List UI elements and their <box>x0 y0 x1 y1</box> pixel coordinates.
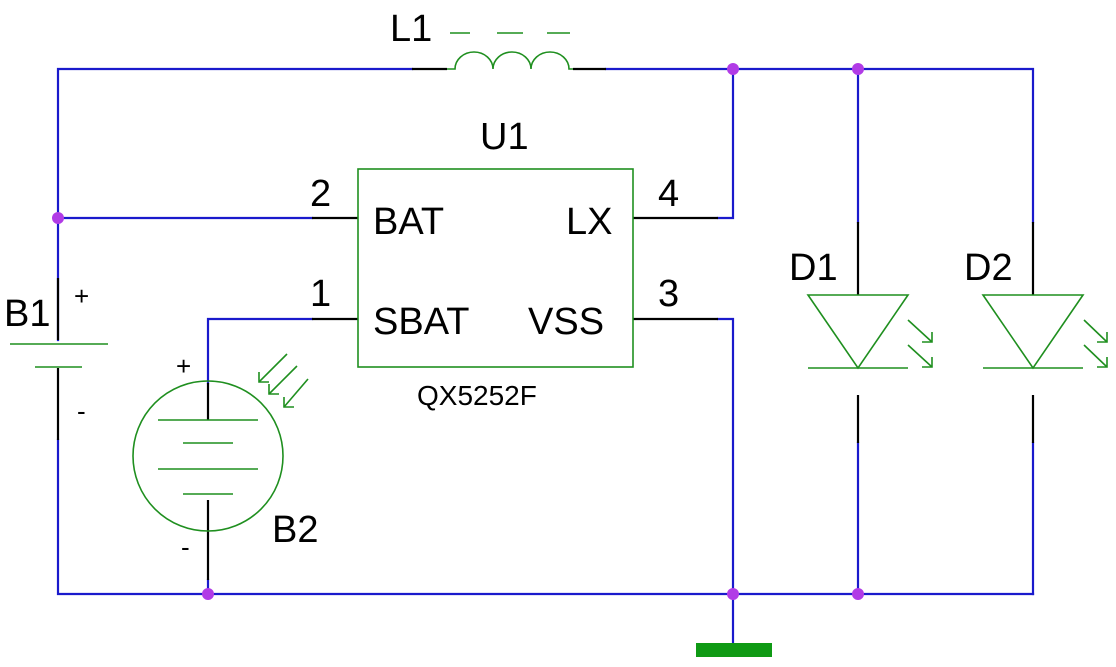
light-arrows-out-icon <box>1083 319 1108 368</box>
led-d2-label: D2 <box>964 247 1013 289</box>
inductor-label: L1 <box>390 8 432 50</box>
wire-lx <box>716 67 735 220</box>
battery-minus-sign: - <box>77 396 86 426</box>
solar-cell-plus-sign: + <box>176 351 191 381</box>
led-d2[interactable]: D2 <box>964 247 1108 370</box>
ic-body <box>357 168 634 368</box>
led-d1-label: D1 <box>789 247 838 289</box>
solar-cell-circle-icon <box>132 380 284 532</box>
junction-dot[interactable] <box>52 212 64 224</box>
pin-bat-name: BAT <box>373 201 444 243</box>
wire-bottom <box>56 438 1035 596</box>
component-leads <box>56 67 1035 580</box>
wire-top-right <box>604 67 1035 224</box>
diode-triangle-icon <box>806 294 910 370</box>
led-d1[interactable]: D1 <box>789 247 933 370</box>
ground-symbol-icon[interactable] <box>696 643 772 657</box>
pin-lx-name: LX <box>566 201 612 243</box>
light-arrows-out-icon <box>907 319 933 368</box>
inductor-l1[interactable]: L1 <box>390 8 573 70</box>
junction-dot[interactable] <box>727 588 739 600</box>
ic-u1[interactable]: U1 QX5252F 2 BAT 1 SBAT 4 LX 3 VSS <box>310 116 679 411</box>
wire-vss <box>716 317 735 645</box>
junction-dot[interactable] <box>727 63 739 75</box>
diode-triangle-icon <box>981 294 1085 370</box>
light-arrows-in-icon <box>258 353 309 408</box>
battery-b1[interactable]: B1 + - <box>4 281 108 426</box>
wires <box>56 67 1035 645</box>
battery-label: B1 <box>4 293 50 335</box>
junction-dot[interactable] <box>852 588 864 600</box>
pin-lx-number: 4 <box>658 173 679 215</box>
wire-top-left <box>56 67 414 342</box>
battery-plus-sign: + <box>74 281 89 311</box>
solar-cell-label: B2 <box>272 509 318 551</box>
junction-dot[interactable] <box>202 588 214 600</box>
ic-value: QX5252F <box>417 380 537 411</box>
junction-dots <box>52 63 864 600</box>
pin-bat-number: 2 <box>310 173 331 215</box>
pin-sbat-number: 1 <box>310 273 331 315</box>
ic-designator: U1 <box>480 116 529 158</box>
solar-cell-minus-sign: - <box>181 532 190 562</box>
pin-vss-name: VSS <box>528 301 604 343</box>
inductor-coil-icon <box>447 51 573 70</box>
pin-vss-number: 3 <box>658 273 679 315</box>
wire-sbat <box>206 317 314 385</box>
solar-cell-b2[interactable]: B2 + - <box>132 351 318 562</box>
junction-dot[interactable] <box>852 63 864 75</box>
pin-sbat-name: SBAT <box>373 301 469 343</box>
